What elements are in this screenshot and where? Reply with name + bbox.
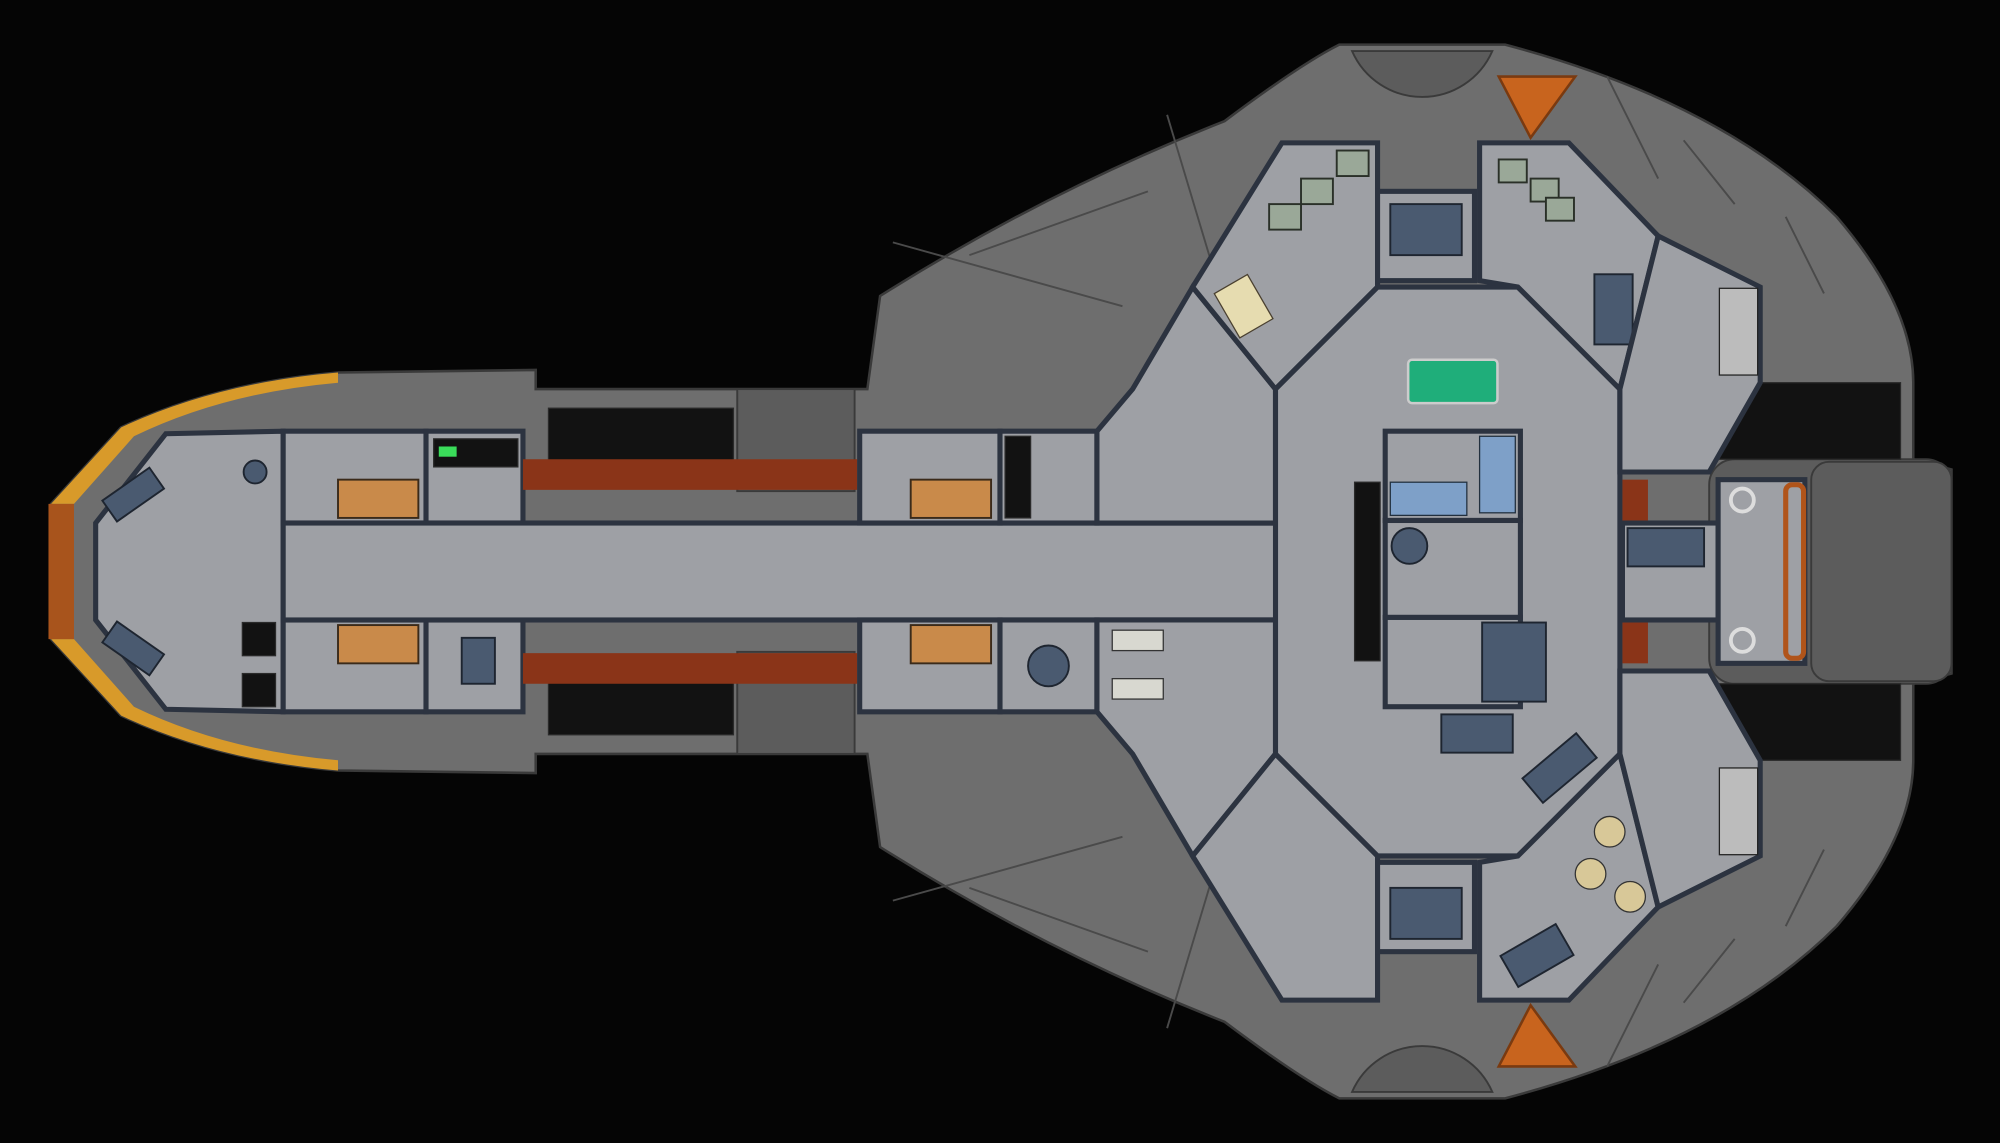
hull-panel-lines xyxy=(892,76,1825,1067)
barrel-icon xyxy=(1593,815,1626,848)
crate-icon xyxy=(1529,177,1560,203)
round-table-icon xyxy=(1027,644,1070,688)
airlock-icon xyxy=(1389,886,1463,940)
locker-icon xyxy=(1353,481,1381,662)
seat-icon xyxy=(242,459,268,485)
seat-icon xyxy=(241,621,277,657)
nose-bulkhead xyxy=(48,503,74,640)
crate-icon xyxy=(1268,203,1302,231)
fan-icon xyxy=(1390,527,1429,565)
reactor-icon xyxy=(1626,527,1706,568)
bulkhead-bottom xyxy=(522,653,858,684)
cable-coil-icon xyxy=(1728,626,1756,654)
bulkhead-top xyxy=(522,459,858,490)
bulkhead-bottom xyxy=(1622,622,1648,664)
airlock-icon xyxy=(1389,203,1463,257)
barrel-icon xyxy=(1574,857,1607,890)
bed-icon xyxy=(909,624,993,665)
engine-nacelle xyxy=(1810,460,1953,683)
top-airlock-dome xyxy=(1350,50,1494,98)
bulkhead-top xyxy=(1622,479,1648,521)
warning-triangle-icon xyxy=(1496,1002,1578,1068)
cable-coil-icon xyxy=(1728,486,1756,514)
bottom-airlock-dome xyxy=(1350,1045,1494,1093)
holo-table-icon xyxy=(1406,358,1499,405)
bed-icon xyxy=(337,478,420,519)
crate-icon xyxy=(1300,177,1334,206)
console-icon xyxy=(1521,731,1599,805)
bed-icon xyxy=(909,478,993,519)
vent-grate-icon xyxy=(1718,767,1759,856)
console-icon xyxy=(101,466,166,523)
console-screen xyxy=(438,446,457,457)
console-icon xyxy=(460,636,496,685)
crate-icon xyxy=(1544,196,1575,222)
warning-triangle-icon xyxy=(1496,75,1578,141)
bunk-icon xyxy=(1478,435,1516,514)
console-icon xyxy=(101,620,166,677)
vent-grate-icon xyxy=(1718,287,1759,376)
bunk-icon xyxy=(1389,481,1468,517)
barrel-icon xyxy=(1614,880,1647,913)
locker-icon xyxy=(1004,435,1032,519)
bed-icon xyxy=(337,624,420,665)
hull-stripe-bottom xyxy=(51,639,339,771)
seat-icon xyxy=(241,672,277,708)
bunk-icon xyxy=(1111,629,1164,652)
crate-icon xyxy=(1497,158,1528,184)
stove-icon xyxy=(1440,713,1514,754)
crate-icon xyxy=(1213,273,1274,339)
crate-icon xyxy=(1335,149,1370,177)
engine-housing xyxy=(1783,482,1807,661)
galley-counter xyxy=(1481,621,1547,703)
crate-icon xyxy=(1499,922,1575,989)
main-corridor xyxy=(280,520,1294,623)
bunk-icon xyxy=(1111,678,1164,700)
crate-icon xyxy=(1593,273,1634,346)
hull-stripe-top xyxy=(51,372,339,504)
